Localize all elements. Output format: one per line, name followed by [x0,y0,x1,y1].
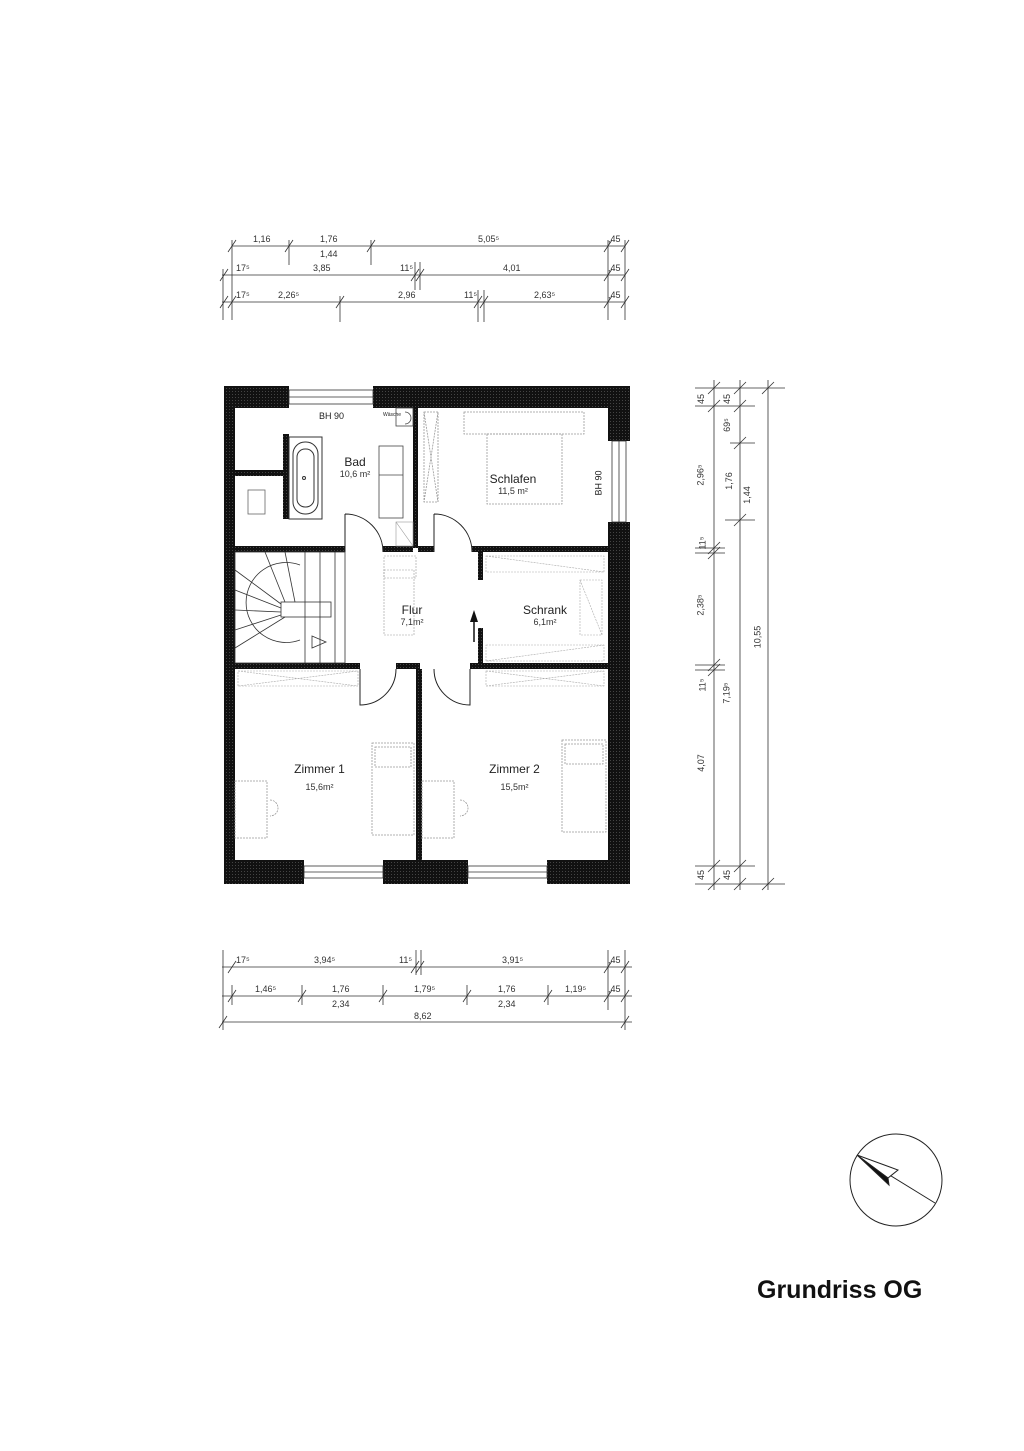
dim-bottom-r2-6: 2,34 [498,999,516,1009]
dim-top-r3-4: 11⁵ [464,290,478,300]
dim-bottom-r2-5: 1,76 [498,984,516,994]
dim-bottom-r2-1: 1,46⁵ [255,984,277,994]
drawing-title: Grundriss OG [757,1276,923,1304]
dim-right-c1-5: 11⁵ [697,678,708,692]
bed-schlafen [423,411,585,505]
room-flur: Flur 7,1m² [392,603,432,627]
dim-right-c2-1: 45 [722,393,733,405]
dim-bottom-r2-8: ,45 [608,984,621,994]
dim-right-c2-6: 45 [722,869,733,881]
room-name: Schlafen [489,472,537,486]
room-schlafen: Schlafen 11,5 m² [478,472,548,496]
room-area: 15,5m² [500,782,529,792]
dim-top-r1-4: 5,05⁵ [478,234,500,244]
toilet [247,489,266,515]
staircase [234,551,346,664]
sink [378,445,404,519]
bad-window-label: BH 90 [319,411,345,421]
dim-right-c1-4: 2,38⁵ [695,594,706,616]
dim-top-r2-4: 4,01 [503,263,521,273]
room-bad: Bad 10,6 m² [325,455,385,479]
room-area: 15,6m² [305,782,334,792]
dim-bottom-r2-2: 1,76 [332,984,350,994]
dim-bottom-r1-5: ,45 [608,955,621,965]
dim-top-r3-2: 2,26⁵ [278,290,300,300]
dim-top-r3-1: 17⁵ [236,290,250,300]
dim-bottom-r1-1: 17⁵ [236,955,250,965]
room-area: 7,1m² [400,617,424,627]
dim-top-r2-1: 17⁵ [236,263,250,273]
dim-bottom-r2-3: 2,34 [332,999,350,1009]
dim-bottom-r2-4: 1,79⁵ [414,984,436,994]
room-name: Zimmer 2 [489,762,540,776]
dim-top-r2-5: ,45 [608,263,621,273]
dim-right-c2-3: 1,76 [723,472,734,490]
windows [288,389,627,879]
room-schrank: Schrank 6,1m² [510,603,580,627]
room-area: 10,6 m² [339,469,371,479]
dim-top-r3-3: 2,96 [398,290,416,300]
dim-right-c2-2: 69⁵ [721,418,732,432]
room-name: Bad [344,455,366,469]
dim-right-c1-6: 4,07 [695,754,706,772]
room-area: 11,5 m² [498,486,528,496]
arrow-up-icon [470,610,478,622]
dim-right-c2-4: 1,44 [741,486,752,504]
dimension-chain-top [219,239,630,322]
bathtub [288,436,323,520]
room-name: Flur [401,603,423,617]
dim-top-r3-5: 2,63⁵ [534,290,556,300]
compass-rose [849,1133,943,1227]
walls [224,386,630,884]
dim-right-c1-2: 2,96⁵ [695,464,706,486]
dim-right-total: 10,55 [752,625,763,649]
dim-bottom-r1-4: 3,91⁵ [502,955,524,965]
dim-top-r2-2: 3,85 [313,263,331,273]
dim-right-c2-5: 7,19⁵ [721,682,732,704]
dim-right-c1-1: 45 [696,393,707,405]
room-zimmer-1: Zimmer 1 15,6m² [282,762,357,792]
room-zimmer-2: Zimmer 2 15,5m² [477,762,552,792]
dim-top-r1-2: 1,76 [320,234,338,244]
room-area: 6,1m² [533,617,557,627]
dim-bottom-r1-2: 3,94⁵ [314,955,336,965]
dim-top-r2-3: 11⁵ [400,263,414,273]
dim-top-r3-6: ,45 [608,290,621,300]
dim-right-c1-7: 45 [696,869,707,881]
dim-bottom-r2-7: 1,19⁵ [565,984,587,994]
schlafen-window-label: BH 90 [593,470,604,496]
dim-top-r1-1: 1,16 [253,234,271,244]
dimension-chain-right [695,380,785,891]
dim-right-c1-3: 11⁵ [697,536,708,550]
doors [344,513,473,706]
dim-bottom-total: 8,62 [414,1011,432,1021]
room-name: Schrank [522,603,568,617]
dimension-chain-bottom [218,950,632,1030]
dim-top-r1-5: ,45 [608,234,621,244]
waesche-label: Wäsche [383,412,402,418]
room-name: Zimmer 1 [294,762,345,776]
dim-bottom-r1-3: 11⁵ [399,955,413,965]
dim-top-r1-3: 1,44 [320,249,338,259]
